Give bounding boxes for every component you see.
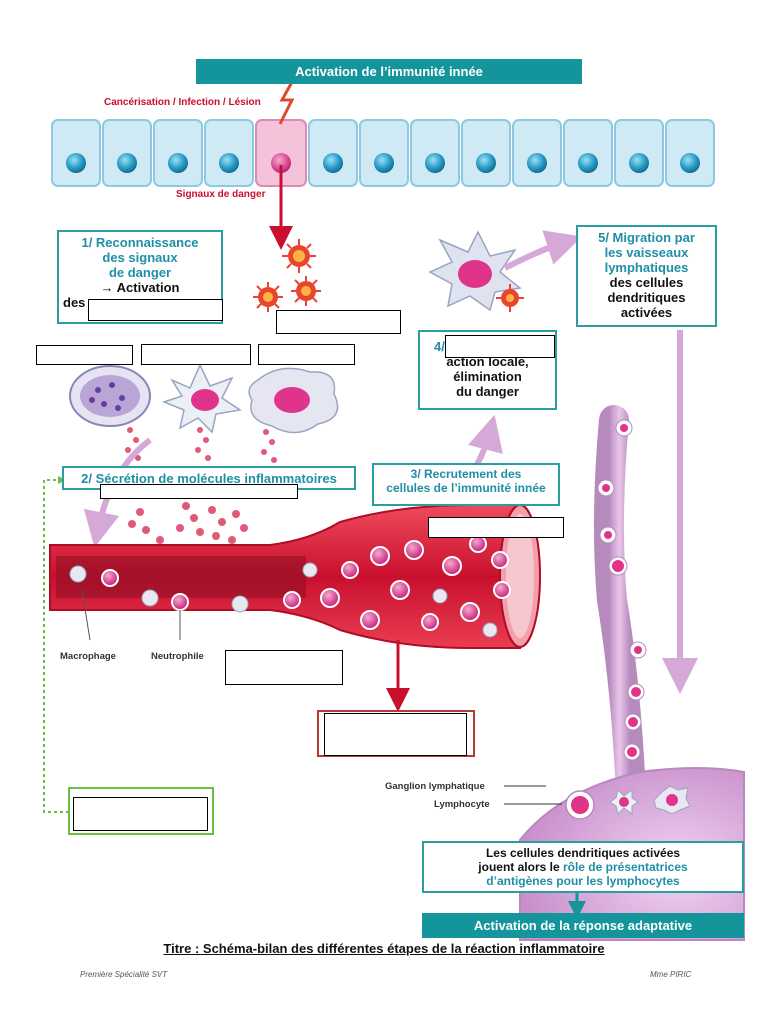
step4-line2: élimination bbox=[453, 368, 522, 384]
step1-line2: des signaux bbox=[102, 249, 178, 265]
blank-recruitment[interactable] bbox=[428, 517, 564, 538]
macrophage-cell bbox=[248, 367, 339, 434]
inflammatory-molecules bbox=[125, 427, 277, 552]
dendritic-cell bbox=[161, 363, 242, 434]
blank-inflammatory-molecules[interactable] bbox=[100, 484, 298, 499]
feedback-box bbox=[68, 787, 214, 835]
migration-arrow bbox=[503, 230, 583, 271]
adaptive-banner: Activation de la réponse adaptative bbox=[422, 913, 744, 938]
symptom-box bbox=[317, 710, 475, 757]
step5-line3: lymphatiques bbox=[604, 259, 689, 275]
figure-caption: Titre : Schéma-bilan des différentes éta… bbox=[163, 941, 605, 956]
neutrophile-label: Neutrophile bbox=[151, 651, 204, 662]
blank-feedback[interactable] bbox=[73, 797, 208, 831]
footer-left: Première Spécialité SVT bbox=[80, 970, 168, 979]
blank-step4[interactable] bbox=[445, 335, 555, 358]
danger-signals-label: Signaux de danger bbox=[176, 189, 266, 200]
lightning-icon bbox=[278, 81, 295, 125]
step5-line2: les vaisseaux bbox=[604, 244, 689, 260]
blank-activation[interactable] bbox=[88, 299, 223, 321]
final-line2-a: jouent alors le bbox=[478, 859, 563, 874]
final-box: Les cellules dendritiques activées jouen… bbox=[422, 841, 744, 893]
blood-vessel bbox=[49, 504, 541, 649]
lymphocyte-label: Lymphocyte bbox=[434, 799, 490, 810]
blank-danger-signals[interactable] bbox=[276, 310, 401, 334]
blank-cell-3[interactable] bbox=[258, 344, 355, 365]
activated-dendritic-cell bbox=[428, 230, 524, 312]
step4-line3: du danger bbox=[456, 383, 519, 399]
step5-line6: activées bbox=[620, 304, 673, 320]
step5-box: 5/ Migration par les vaisseaux lymphatiq… bbox=[576, 225, 717, 327]
blank-cell-2[interactable] bbox=[141, 344, 251, 365]
step1-line5: des bbox=[63, 294, 86, 310]
step3-line2: cellules de l’immunité innée bbox=[386, 480, 546, 495]
step5-line4: des cellules bbox=[609, 274, 684, 290]
lymphocytes bbox=[565, 785, 691, 820]
final-line1: Les cellules dendritiques activées bbox=[485, 846, 681, 860]
lymphatic-vessel bbox=[593, 405, 647, 790]
macrophage-label: Macrophage bbox=[60, 651, 116, 662]
mastocyte-cell bbox=[69, 365, 151, 427]
step1-line3: de danger bbox=[108, 264, 172, 280]
step5-line5: dendritiques bbox=[607, 289, 686, 305]
blank-symptom[interactable] bbox=[324, 713, 467, 756]
step5-line1: 5/ Migration par bbox=[598, 230, 695, 245]
danger-signals bbox=[253, 239, 321, 312]
final-line2: jouent alors le rôle de présentatrices bbox=[424, 859, 742, 875]
blank-cell-1[interactable] bbox=[36, 345, 133, 365]
final-line3: d’antigènes pour les lymphocytes bbox=[486, 873, 680, 888]
feedback-dotted-line bbox=[43, 479, 68, 813]
header-banner: Activation de l’immunité innée bbox=[196, 59, 582, 84]
step1-line1: 1/ Reconnaissance bbox=[81, 235, 199, 250]
epithelium-cells bbox=[51, 119, 715, 187]
final-line2-b: rôle de présentatrices bbox=[562, 859, 688, 874]
step3-line1: 3/ Recrutement des bbox=[410, 467, 522, 481]
step1-box: 1/ Reconnaissance des signaux de danger … bbox=[57, 230, 223, 324]
step1-line4: → Activation bbox=[100, 279, 180, 295]
step3-box: 3/ Recrutement des cellules de l’immunit… bbox=[372, 463, 560, 506]
injury-label: Cancérisation / Infection / Lésion bbox=[104, 97, 261, 108]
blank-vessel[interactable] bbox=[225, 650, 343, 685]
step4-number: 4/ bbox=[434, 339, 445, 354]
footer-right: Mme PIRIC bbox=[650, 970, 692, 979]
ganglion-label: Ganglion lymphatique bbox=[385, 781, 485, 792]
